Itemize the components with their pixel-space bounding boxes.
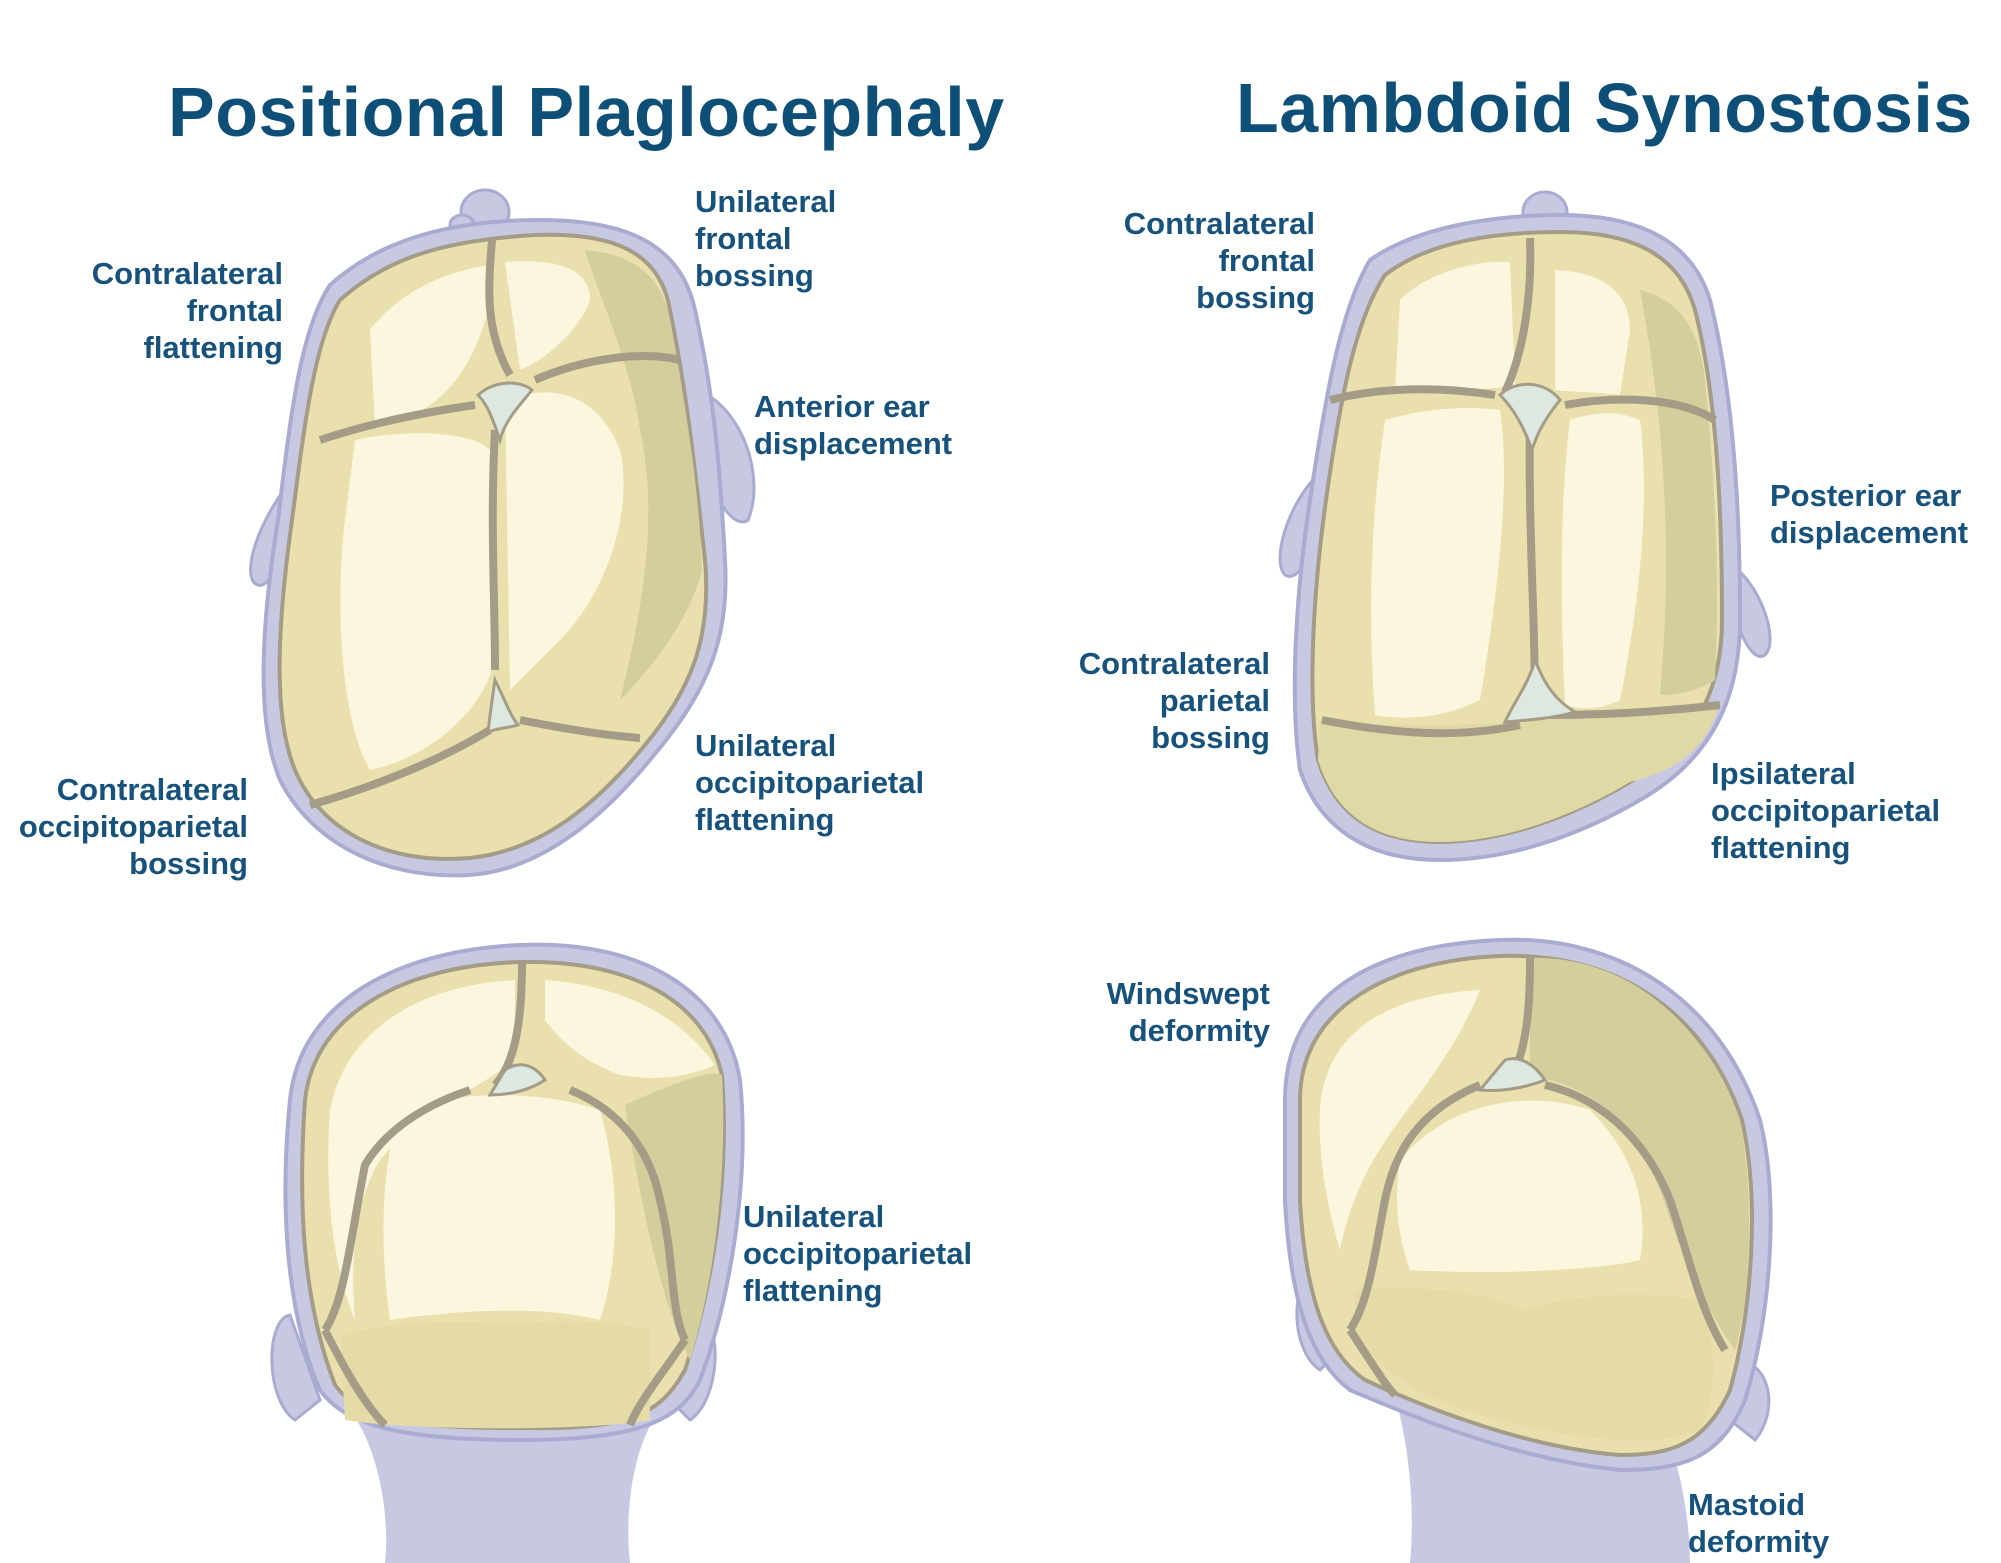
- label-pp-anterior-ear-displacement: Anterior ear displacement: [754, 389, 953, 461]
- label-ls-contralateral-frontal-bossing: Contralateral frontal bossing: [1123, 206, 1315, 315]
- title-lambdoid-synostosis: Lambdoid Synostosis: [1236, 69, 1973, 147]
- title-positional-plagiocephaly: Positional Plaglocephaly: [168, 73, 1005, 151]
- label-pp-unilateral-frontal-bossing: Unilateral frontal bossing: [695, 184, 837, 293]
- label-pp-contralateral-frontal-flattening: Contralateral frontal flattening: [91, 256, 283, 365]
- pp-top-view-skull: [249, 188, 756, 878]
- label-ls-ipsilateral-occipitoparietal-flattening: Ipsilateral occipitoparietal flattening: [1711, 756, 1941, 865]
- label-pp-unilateral-occipitoparietal-flattening-top: Unilateral occipitoparietal flattening: [695, 728, 925, 837]
- ls-top-view-skull: [1278, 190, 1772, 863]
- ls-back-view-skull: [1283, 937, 1773, 1563]
- label-ls-windswept-deformity: Windswept deformity: [1106, 976, 1270, 1048]
- label-ls-posterior-ear-displacement: Posterior ear displacement: [1770, 478, 1969, 550]
- pp-back-view-skull: [270, 942, 745, 1563]
- label-pp-unilateral-occipitoparietal-flattening-back: Unilateral occipitoparietal flattening: [743, 1199, 973, 1308]
- label-pp-contralateral-occipitoparietal-bossing: Contralateral occipitoparietal bossing: [18, 772, 248, 881]
- label-ls-mastoid-deformity: Mastoid deformity: [1688, 1487, 1830, 1559]
- label-ls-contralateral-parietal-bossing: Contralateral parietal bossing: [1078, 646, 1270, 755]
